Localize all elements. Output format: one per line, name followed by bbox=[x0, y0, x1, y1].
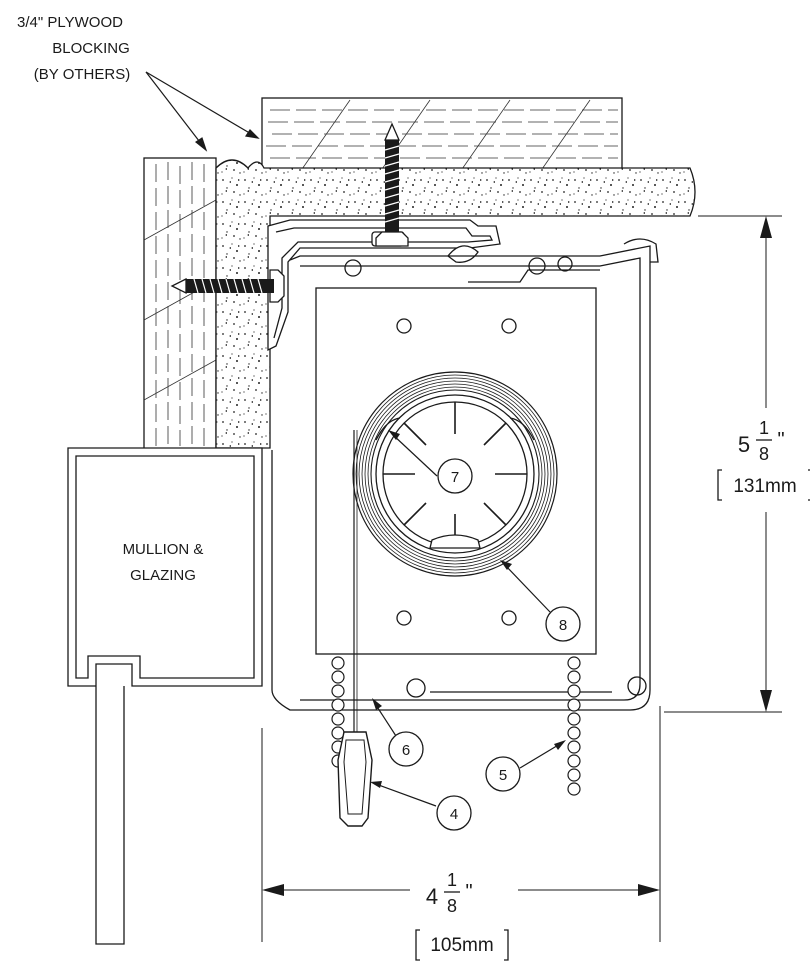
blocking-label-line3: (BY OTHERS) bbox=[34, 66, 130, 83]
bead-chain-right bbox=[567, 656, 581, 796]
pull-cord-and-handle bbox=[337, 430, 373, 827]
mullion-label-line1: MULLION & bbox=[123, 541, 204, 558]
height-whole: 5 bbox=[738, 432, 750, 457]
mullion-label: MULLION & GLAZING bbox=[123, 541, 204, 584]
blocking-label-line1: 3/4" PLYWOOD bbox=[17, 14, 123, 31]
blocking-label: 3/4" PLYWOOD BLOCKING (BY OTHERS) bbox=[17, 14, 130, 83]
width-denominator: 8 bbox=[447, 896, 457, 916]
width-whole: 4 bbox=[426, 884, 438, 909]
horizontal-screw bbox=[170, 269, 285, 303]
callout-8: 8 bbox=[500, 560, 581, 642]
width-dimension: 4 1 8 " 105mm bbox=[261, 706, 661, 961]
roller-tube bbox=[375, 394, 535, 554]
width-inch-mark: " bbox=[465, 881, 472, 903]
drywall-section bbox=[215, 159, 696, 449]
height-numerator: 1 bbox=[759, 418, 769, 438]
height-dimension: 5 1 8 " 131mm bbox=[664, 215, 810, 713]
callout-7-text: 7 bbox=[451, 469, 459, 486]
cassette-housing bbox=[271, 238, 659, 711]
mullion-label-line2: GLAZING bbox=[130, 567, 196, 584]
callout-7: 7 bbox=[388, 430, 473, 494]
callout-6: 6 bbox=[372, 698, 424, 767]
top-plywood-blocking bbox=[261, 97, 623, 173]
width-metric: 105mm bbox=[430, 935, 493, 956]
blocking-leader-arrows bbox=[145, 71, 260, 152]
blocking-label-line2: BLOCKING bbox=[52, 40, 130, 57]
callout-4: 4 bbox=[370, 781, 472, 831]
callout-5-text: 5 bbox=[499, 767, 507, 784]
height-metric: 131mm bbox=[733, 476, 796, 497]
height-inch-mark: " bbox=[777, 429, 784, 451]
callout-4-text: 4 bbox=[450, 806, 458, 823]
mullion-frame bbox=[67, 447, 263, 945]
fabric-roll bbox=[352, 371, 558, 577]
height-denominator: 8 bbox=[759, 444, 769, 464]
width-numerator: 1 bbox=[447, 870, 457, 890]
callout-5: 5 bbox=[485, 740, 566, 792]
callout-8-text: 8 bbox=[559, 617, 567, 634]
left-plywood-blocking bbox=[143, 157, 217, 451]
callout-6-text: 6 bbox=[402, 742, 410, 759]
vertical-screw bbox=[375, 122, 409, 247]
